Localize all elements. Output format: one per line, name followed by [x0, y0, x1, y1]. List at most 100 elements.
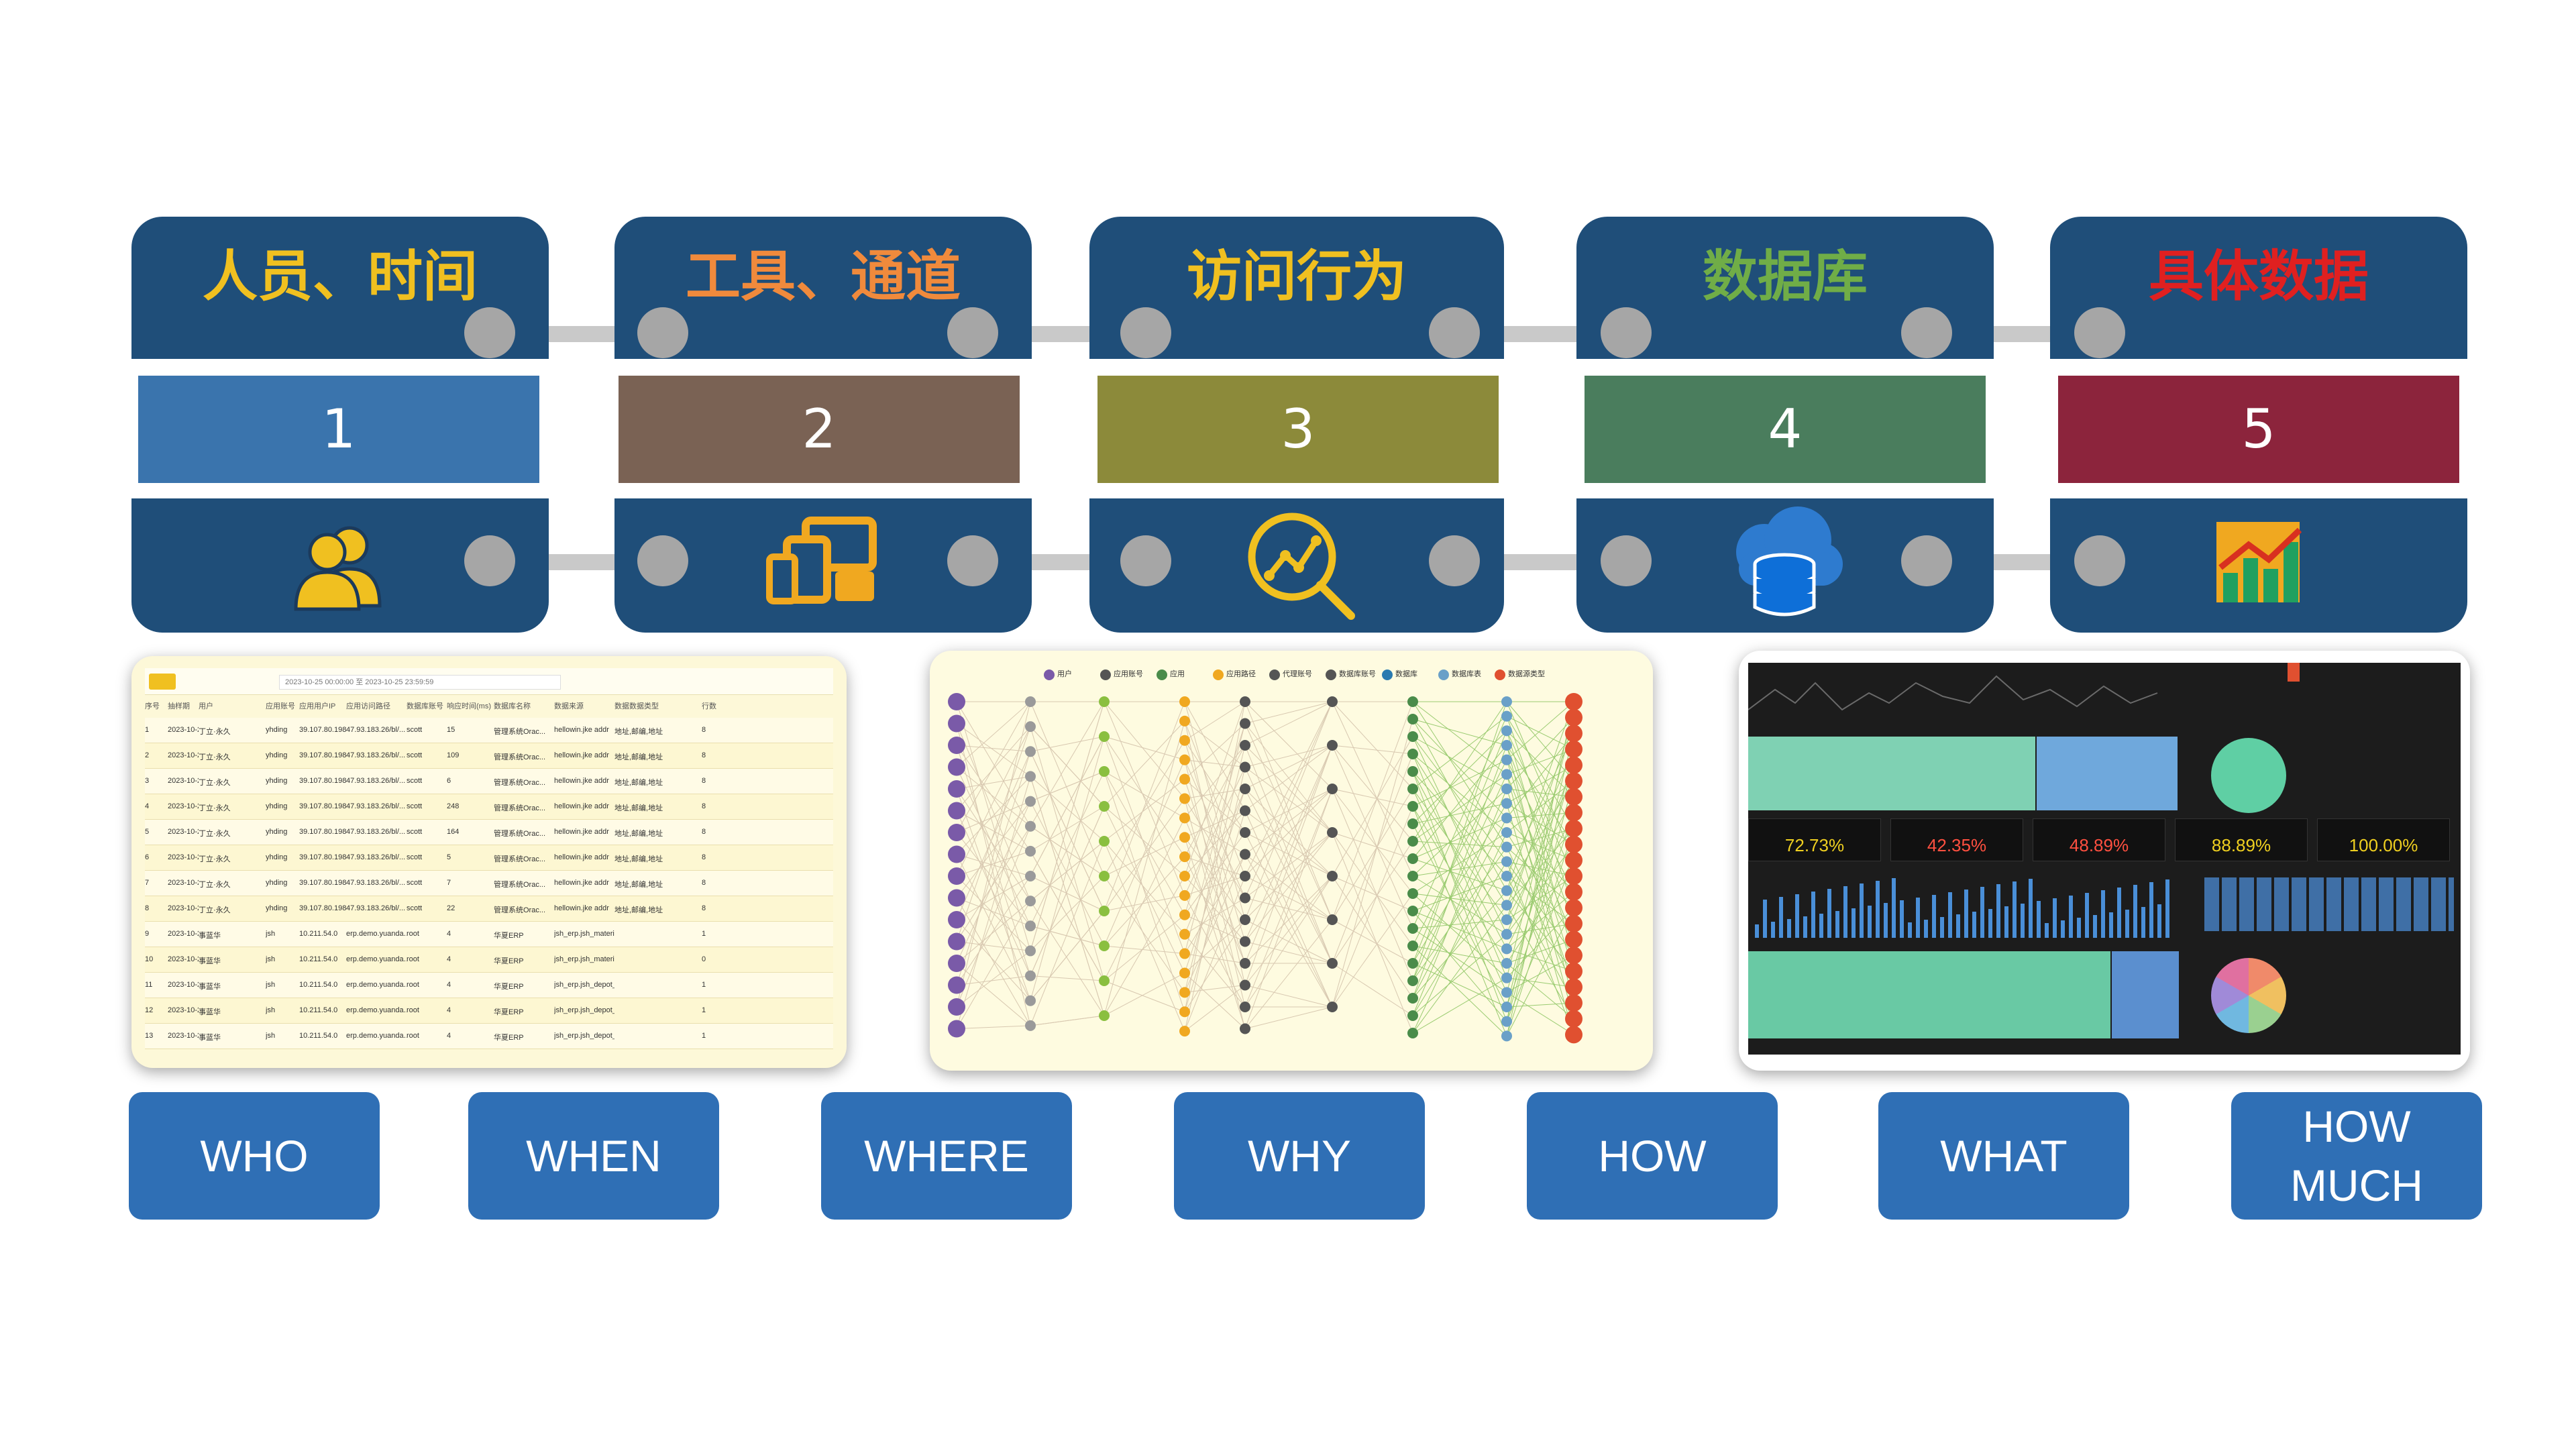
graph-node[interactable]: [1501, 769, 1512, 780]
graph-node[interactable]: [1327, 871, 1338, 881]
graph-node[interactable]: [1501, 841, 1512, 853]
graph-node[interactable]: [1025, 820, 1036, 832]
graph-node[interactable]: [1407, 818, 1418, 829]
graph-node[interactable]: [1240, 849, 1250, 860]
graph-node[interactable]: [1240, 914, 1250, 925]
graph-node[interactable]: [948, 955, 965, 972]
graph-node[interactable]: [1407, 784, 1418, 794]
graph-node[interactable]: [1565, 994, 1582, 1012]
graph-node[interactable]: [1179, 696, 1190, 707]
graph-node[interactable]: [1179, 1006, 1190, 1018]
graph-node[interactable]: [1179, 928, 1190, 940]
graph-node[interactable]: [1407, 975, 1418, 986]
graph-node[interactable]: [1501, 1030, 1512, 1042]
graph-node[interactable]: [1501, 754, 1512, 765]
graph-node[interactable]: [1179, 890, 1190, 901]
graph-node[interactable]: [1240, 936, 1250, 947]
graph-node[interactable]: [948, 867, 965, 885]
graph-node[interactable]: [1565, 740, 1582, 758]
graph-node[interactable]: [1565, 835, 1582, 853]
graph-node[interactable]: [1501, 784, 1512, 794]
graph-node[interactable]: [1025, 796, 1036, 807]
graph-node[interactable]: [1025, 845, 1036, 857]
graph-node[interactable]: [1025, 970, 1036, 981]
graph-node[interactable]: [948, 976, 965, 994]
graph-node[interactable]: [1565, 883, 1582, 901]
graph-node[interactable]: [1501, 812, 1512, 824]
graph-node[interactable]: [1099, 906, 1110, 916]
graph-node[interactable]: [1407, 888, 1418, 899]
graph-node[interactable]: [1501, 928, 1512, 940]
graph-node[interactable]: [948, 1020, 965, 1038]
graph-node[interactable]: [1501, 1002, 1512, 1012]
graph-node[interactable]: [1565, 899, 1582, 917]
graph-node[interactable]: [1240, 761, 1250, 773]
graph-node[interactable]: [1179, 715, 1190, 727]
graph-node[interactable]: [1565, 772, 1582, 790]
graph-node[interactable]: [1240, 718, 1250, 729]
graph-node[interactable]: [1501, 972, 1512, 983]
graph-node[interactable]: [1240, 1002, 1250, 1012]
graph-node[interactable]: [1565, 867, 1582, 885]
graph-node[interactable]: [1025, 945, 1036, 957]
graph-node[interactable]: [948, 714, 965, 733]
graph-node[interactable]: [1099, 766, 1110, 777]
graph-node[interactable]: [948, 802, 965, 820]
graph-node[interactable]: [1099, 696, 1110, 707]
graph-node[interactable]: [1179, 1026, 1190, 1037]
graph-node[interactable]: [1240, 979, 1250, 991]
graph-node[interactable]: [1179, 773, 1190, 785]
graph-node[interactable]: [1501, 871, 1512, 881]
graph-node[interactable]: [1327, 827, 1338, 838]
graph-node[interactable]: [1025, 771, 1036, 782]
graph-node[interactable]: [1179, 754, 1190, 765]
graph-node[interactable]: [1501, 710, 1512, 722]
graph-node[interactable]: [1179, 948, 1190, 959]
graph-node[interactable]: [1327, 1002, 1338, 1012]
graph-node[interactable]: [1099, 941, 1110, 951]
graph-node[interactable]: [1565, 1010, 1582, 1028]
graph-node[interactable]: [1407, 1028, 1418, 1038]
graph-node[interactable]: [1565, 947, 1582, 965]
graph-node[interactable]: [948, 845, 965, 863]
graph-node[interactable]: [1407, 853, 1418, 864]
graph-node[interactable]: [1407, 993, 1418, 1004]
graph-node[interactable]: [1327, 958, 1338, 969]
graph-node[interactable]: [1025, 995, 1036, 1006]
graph-node[interactable]: [1501, 725, 1512, 737]
graph-node[interactable]: [1179, 987, 1190, 998]
graph-node[interactable]: [1240, 696, 1250, 707]
graph-node[interactable]: [1565, 930, 1582, 949]
graph-node[interactable]: [1179, 832, 1190, 843]
graph-node[interactable]: [1407, 749, 1418, 759]
toolbar-primary-button[interactable]: [149, 674, 176, 690]
graph-node[interactable]: [1565, 708, 1582, 727]
graph-node[interactable]: [1179, 851, 1190, 863]
graph-node[interactable]: [1565, 804, 1582, 822]
graph-node[interactable]: [1407, 731, 1418, 742]
graph-node[interactable]: [1240, 1023, 1250, 1034]
graph-node[interactable]: [1327, 784, 1338, 794]
graph-node[interactable]: [948, 998, 965, 1016]
graph-node[interactable]: [1407, 923, 1418, 934]
graph-node[interactable]: [1407, 801, 1418, 812]
graph-node[interactable]: [1025, 920, 1036, 932]
graph-node[interactable]: [1565, 820, 1582, 838]
graph-node[interactable]: [1240, 784, 1250, 794]
time-range-filter[interactable]: 2023-10-25 00:00:00 至 2023-10-25 23:59:5…: [279, 675, 561, 690]
graph-node[interactable]: [1025, 896, 1036, 907]
graph-node[interactable]: [1240, 958, 1250, 969]
graph-node[interactable]: [1565, 788, 1582, 806]
graph-node[interactable]: [1565, 1026, 1582, 1044]
graph-node[interactable]: [948, 737, 965, 754]
graph-node[interactable]: [1565, 962, 1582, 980]
graph-node[interactable]: [1407, 714, 1418, 724]
graph-node[interactable]: [1179, 812, 1190, 824]
